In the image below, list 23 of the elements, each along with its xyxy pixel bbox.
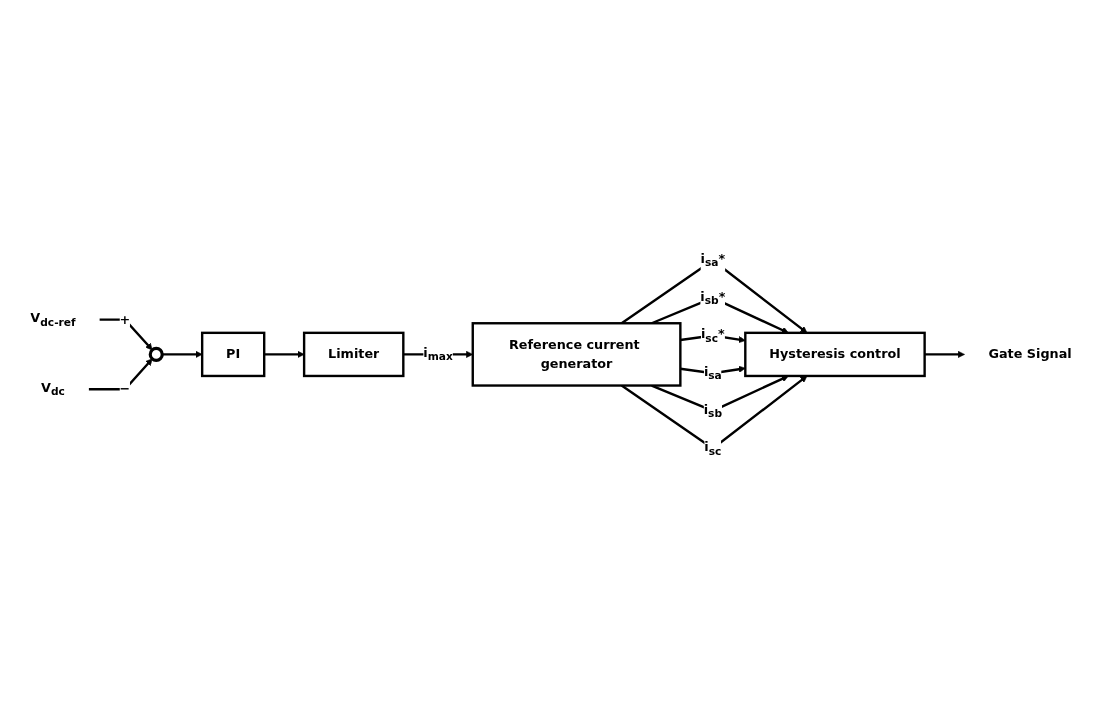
edge-label: i$_{sa}$ (703, 364, 722, 382)
node-text: V$_{dc-ref}$ (30, 310, 76, 329)
edge-label: i$_{sb}$* (700, 288, 726, 307)
arrow (264, 351, 305, 358)
node-circle (148, 346, 164, 363)
node-text: V$_{dc}$ (41, 380, 65, 398)
edge-label: − (119, 381, 131, 397)
edge-label: i$_{sb}$ (703, 401, 722, 420)
edge-label: i$_{sa}$* (700, 251, 726, 269)
edge-label: i$_{sc}$* (700, 326, 725, 345)
arrow (88, 358, 153, 391)
node-text: Gate Signal (988, 346, 1072, 362)
arrow (924, 351, 965, 358)
edge-label: i$_{sc}$ (704, 439, 722, 458)
arrow (99, 318, 153, 351)
edge-label: i$_{max}$ (423, 345, 453, 363)
arrow (680, 365, 746, 375)
node-box: PI (200, 331, 266, 378)
edge-label: + (119, 311, 131, 327)
node-box: Reference current generator (471, 322, 682, 387)
node-box: Hysteresis control (744, 331, 926, 378)
node-box: Limiter (302, 331, 405, 378)
arrow (162, 351, 203, 358)
